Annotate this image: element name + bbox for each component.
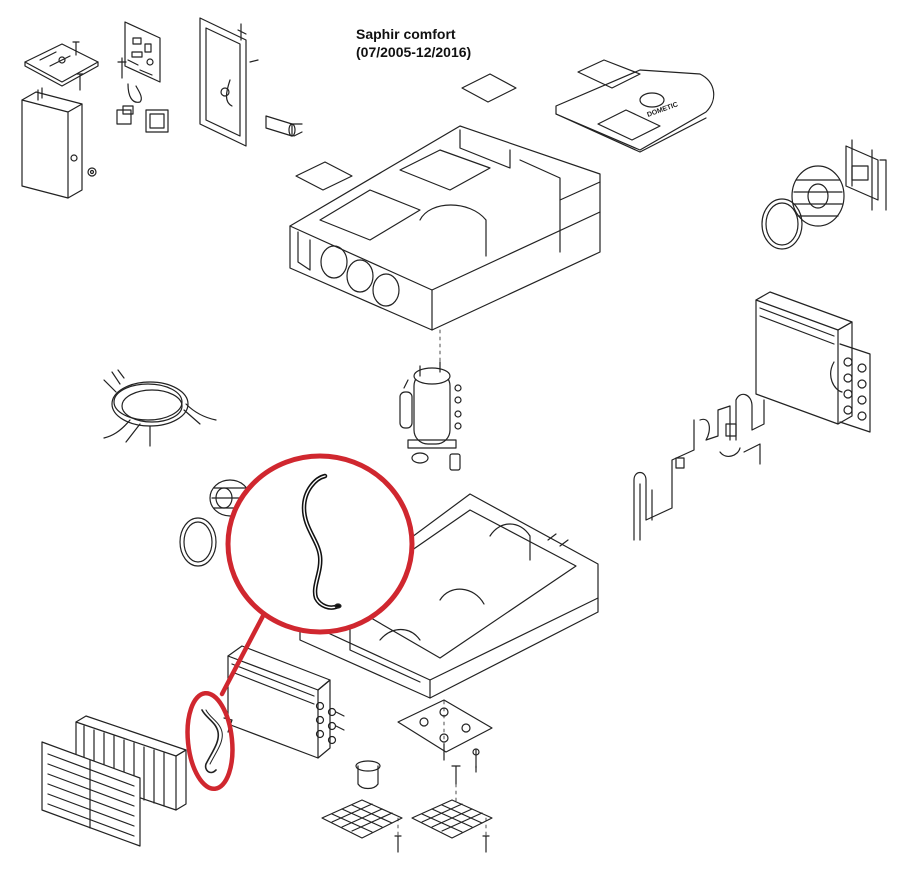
filter-pad-top-part[interactable] xyxy=(461,73,517,103)
highlight-connector xyxy=(219,611,267,697)
condenser-coil-part[interactable] xyxy=(755,291,871,433)
diagram-title: Saphir comfort (07/2005-12/2016) xyxy=(356,25,471,61)
evaporator-coil-part[interactable] xyxy=(227,645,345,759)
capacitor-part[interactable] xyxy=(265,115,303,137)
highlight-zoom-circle xyxy=(225,453,415,635)
highlight-ring-small xyxy=(185,690,235,792)
compressor-part[interactable] xyxy=(399,361,462,471)
base-tray-part[interactable] xyxy=(299,493,599,699)
model-name: Saphir comfort xyxy=(356,26,456,42)
fan-wheel-part[interactable] xyxy=(791,139,887,227)
control-board-part[interactable] xyxy=(116,21,169,133)
mounting-bracket-part[interactable] xyxy=(397,699,493,785)
wire-harness-part[interactable] xyxy=(103,369,217,447)
fan-ring-right-part[interactable] xyxy=(761,198,803,250)
capillary-tube-enlarged[interactable] xyxy=(301,473,342,610)
refrigerant-piping-part[interactable] xyxy=(633,393,765,541)
mesh-screen-left-part[interactable] xyxy=(321,799,403,853)
filter-pad-part[interactable] xyxy=(295,161,353,191)
top-cover-part[interactable]: DOMETIC xyxy=(555,59,715,153)
rear-panel-part[interactable] xyxy=(199,17,259,147)
return-grille-part[interactable] xyxy=(41,741,141,847)
fan-ring-left-part[interactable] xyxy=(179,517,217,567)
upper-housing-part[interactable] xyxy=(289,125,601,331)
drain-spout-part[interactable] xyxy=(355,760,381,790)
model-period: (07/2005-12/2016) xyxy=(356,44,472,60)
mounting-plate-part[interactable] xyxy=(24,41,99,91)
electrical-cover-part[interactable] xyxy=(21,87,97,199)
mesh-screen-right-part[interactable] xyxy=(411,799,493,853)
assembly-guide-lines xyxy=(397,329,487,837)
